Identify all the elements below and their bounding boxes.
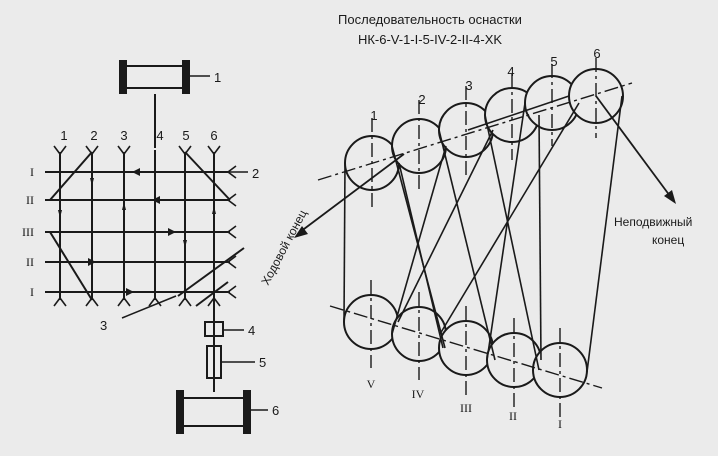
title-line-2: НК-6-V-1-I-5-IV-2-II-4-XK — [358, 32, 502, 47]
grid-horizontals — [45, 171, 230, 293]
col-label-2: 2 — [90, 128, 97, 143]
callout-5: 5 — [259, 355, 266, 370]
bottom-label-4: IV — [412, 387, 425, 401]
top-sheave-labels: 1 2 3 4 5 6 — [370, 46, 600, 123]
top-sheaves — [344, 68, 624, 191]
callout-1: 1 — [214, 70, 221, 85]
row-label-4: II — [26, 255, 34, 269]
top-label-3: 3 — [465, 78, 472, 93]
column-labels: 1 2 3 4 5 6 — [60, 128, 217, 143]
grid-diagonals — [49, 151, 245, 307]
top-label-6: 6 — [593, 46, 600, 61]
top-label-4: 4 — [507, 64, 514, 79]
row-label-5: I — [30, 285, 34, 299]
rope-lines — [343, 95, 623, 373]
row-labels: I II III II I — [22, 165, 34, 299]
top-drum — [119, 60, 210, 148]
col-label-5: 5 — [182, 128, 189, 143]
fixed-end-line — [595, 95, 676, 204]
axis-lines — [317, 58, 633, 420]
col-label-3: 3 — [120, 128, 127, 143]
running-end-label: Ходовой конец — [258, 207, 309, 287]
top-label-1: 1 — [370, 108, 377, 123]
bottom-label-3: III — [460, 401, 472, 415]
col-label-4: 4 — [156, 128, 163, 143]
direction-arrows — [58, 168, 216, 296]
bottom-label-2: II — [509, 409, 517, 423]
callout-2: 2 — [252, 166, 259, 181]
bottom-assembly — [121, 171, 268, 434]
callout-6: 6 — [272, 403, 279, 418]
right-reeving-scheme: 1 2 3 4 5 6 V IV III II I Ходовой конец … — [258, 46, 692, 431]
callout-3: 3 — [100, 318, 107, 333]
bottom-label-5: V — [367, 377, 376, 391]
col-label-1: 1 — [60, 128, 67, 143]
title-line-1: Последовательность оснастки — [338, 12, 522, 27]
col-label-6: 6 — [210, 128, 217, 143]
callout-labels: 1 2 3 4 5 6 — [100, 70, 279, 418]
bottom-sheaves — [343, 294, 588, 398]
grid-verticals — [59, 150, 215, 300]
fixed-end-label-line-2: конец — [652, 233, 684, 247]
fixed-end-label-line-1: Неподвижный — [614, 215, 692, 229]
bottom-label-1: I — [558, 417, 562, 431]
running-end-line — [294, 153, 405, 238]
top-label-5: 5 — [550, 54, 557, 69]
bottom-sheave-labels: V IV III II I — [367, 377, 562, 431]
callout-4: 4 — [248, 323, 255, 338]
row-label-1: I — [30, 165, 34, 179]
top-label-2: 2 — [418, 92, 425, 107]
left-rigging-scheme: 1 2 3 4 5 6 I II III II I — [22, 60, 279, 434]
row-label-3: III — [22, 225, 34, 239]
row-label-2: II — [26, 193, 34, 207]
